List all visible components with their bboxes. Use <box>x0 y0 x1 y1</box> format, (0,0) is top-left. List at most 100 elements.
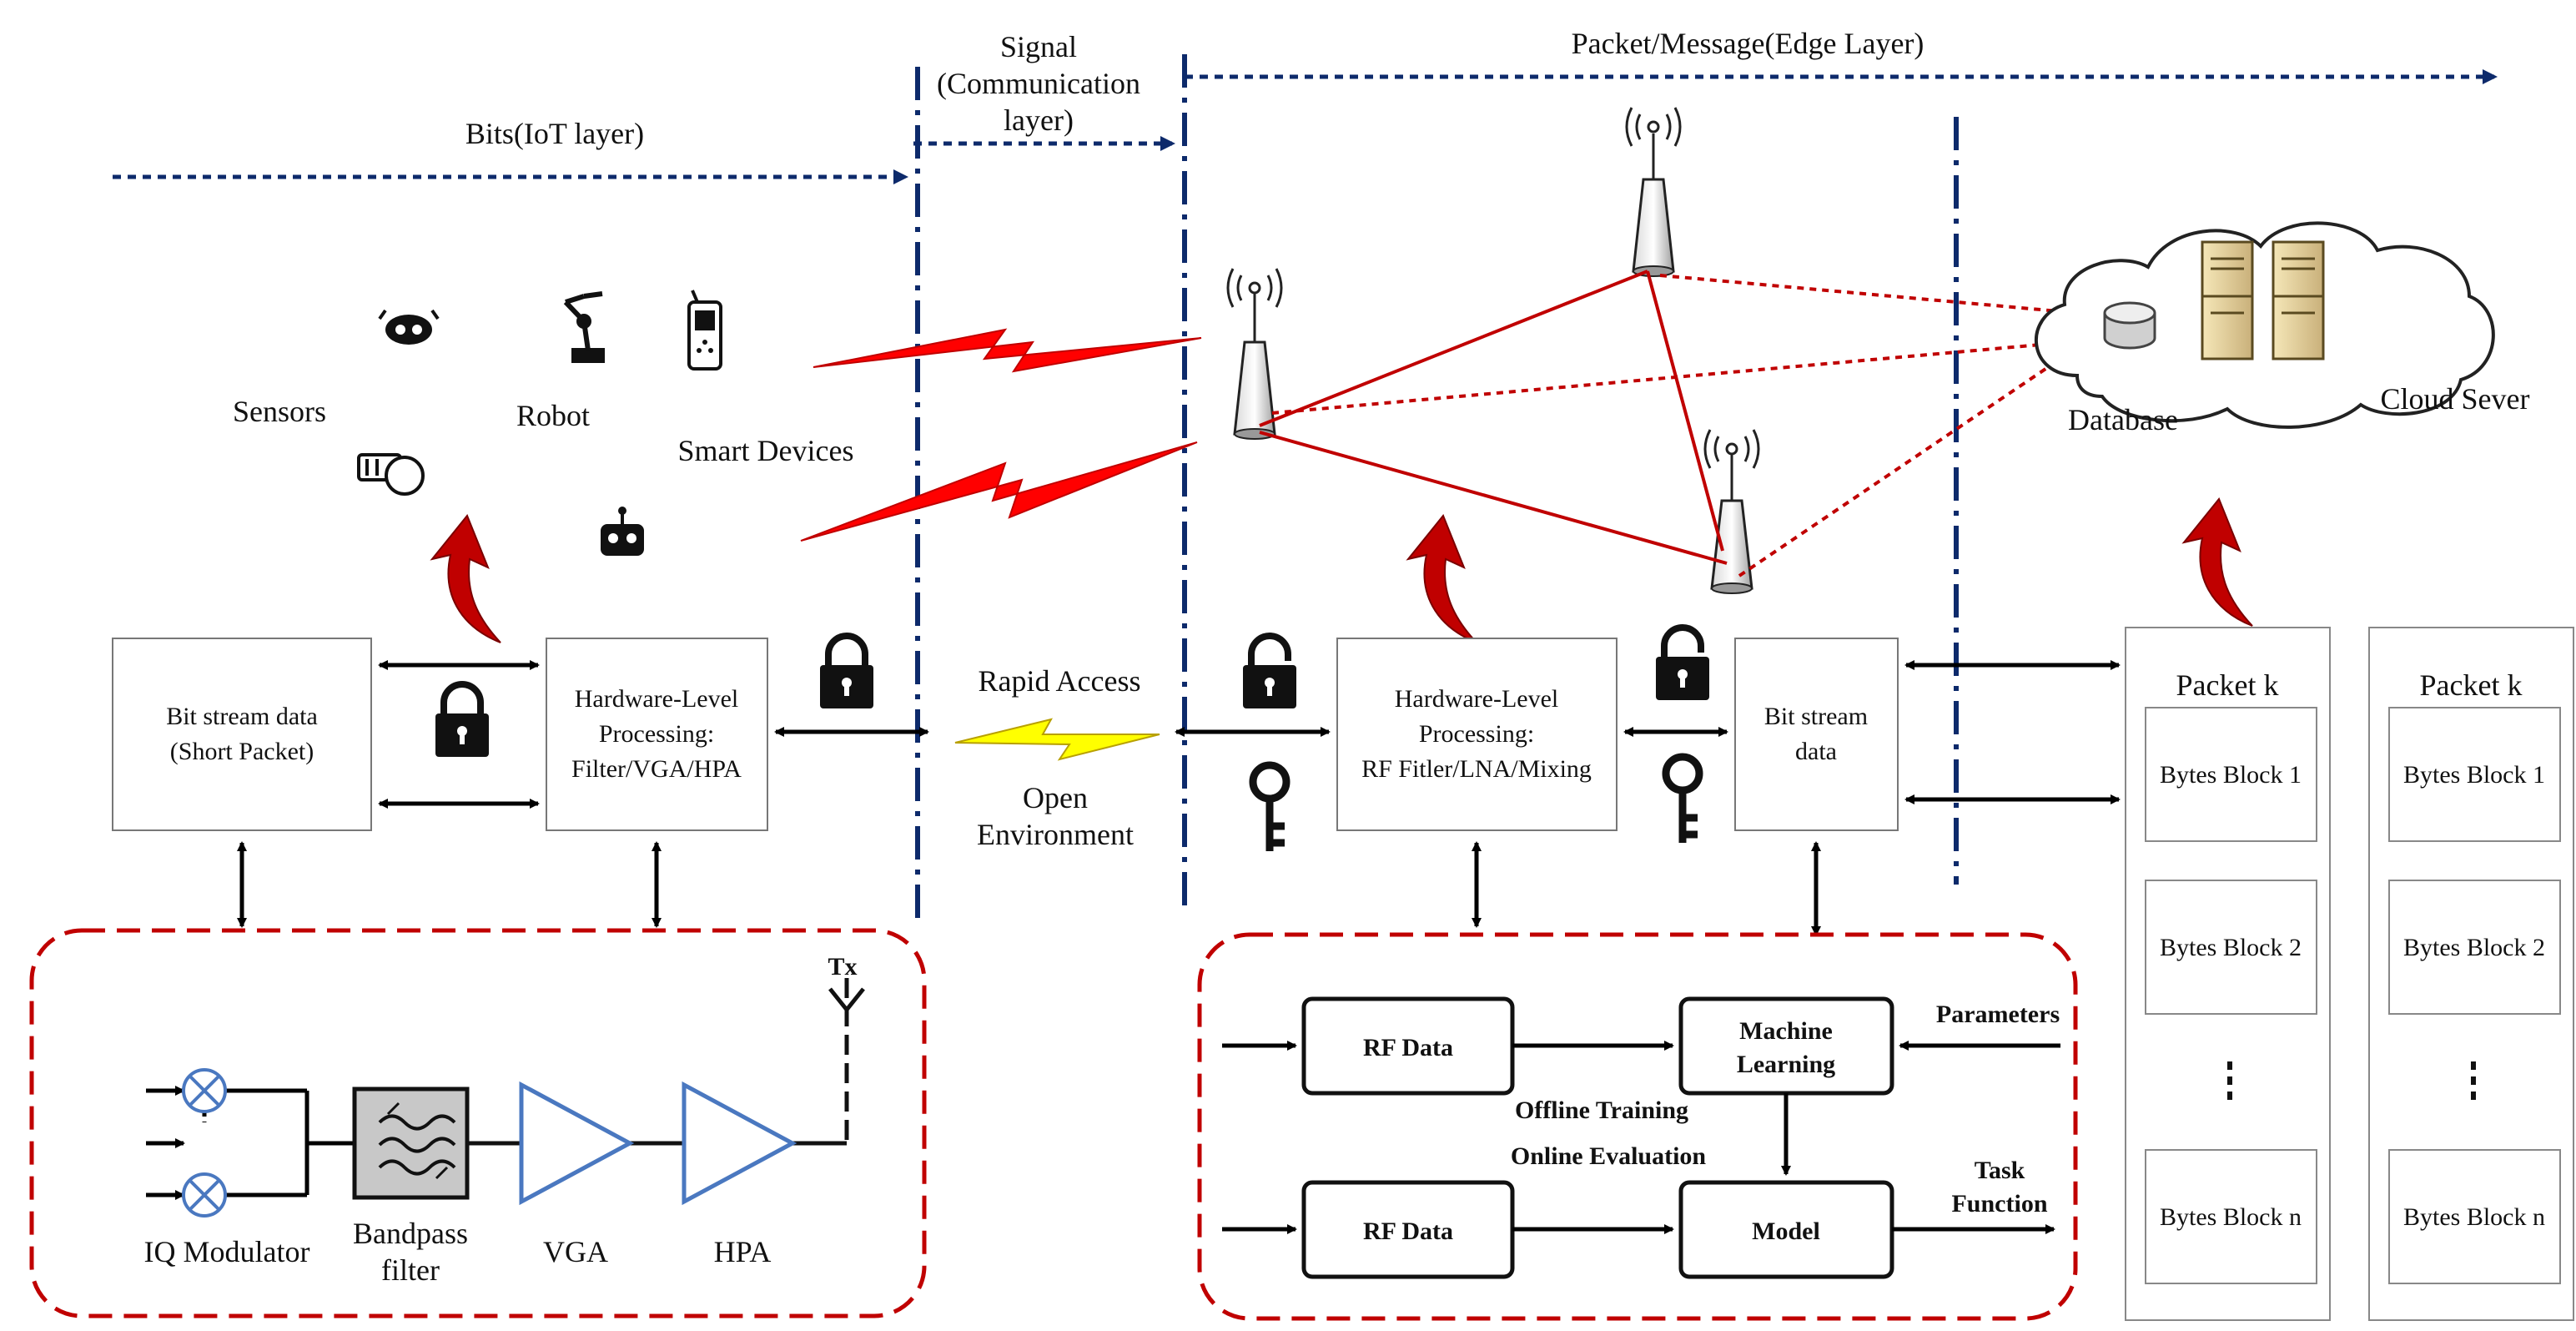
right-block-connectors <box>1175 660 2121 936</box>
hw-right-line2: Processing: <box>1419 720 1534 748</box>
bytes-block <box>2145 880 2317 1015</box>
robot-head-icon <box>601 507 644 556</box>
bytes-block <box>2145 1149 2317 1284</box>
bitstream-block-left <box>112 638 372 831</box>
vr-headset-icon <box>357 453 425 496</box>
layer-dividers <box>915 54 1959 918</box>
tx-antenna-icon <box>828 978 865 1143</box>
robot-arm-icon <box>563 291 605 363</box>
hw-processing-block-left <box>546 638 768 831</box>
bitstream-right-line2: data <box>1795 738 1837 765</box>
rf-data-label-1: RF Data <box>1363 1034 1453 1061</box>
layer-arrows <box>113 69 2498 184</box>
cloud-links <box>1271 274 2078 577</box>
signal-layer-label-2: (Communication <box>937 67 1140 100</box>
bytes-block-label: Bytes Block 2 <box>2403 934 2545 961</box>
bytes-block <box>2388 707 2561 842</box>
sensors-label: Sensors <box>233 395 326 428</box>
open-environment-line2: Environment <box>977 818 1134 851</box>
model-label: Model <box>1752 1218 1820 1245</box>
vga-label: VGA <box>543 1235 608 1268</box>
key-icon <box>1249 761 1291 851</box>
bytes-block-label: Bytes Block 1 <box>2403 761 2545 789</box>
iot-layer-label: Bits(IoT layer) <box>465 117 644 150</box>
cloud-shape <box>2035 221 2495 429</box>
ellipsis-dots <box>2471 1061 2476 1100</box>
lightning-bolt-upper <box>813 328 1202 373</box>
bytes-block <box>2145 707 2317 842</box>
smart-phone-icon <box>687 290 722 371</box>
hw-right-line3: RF Fitler/LNA/Mixing <box>1361 755 1592 783</box>
ellipsis-dots <box>2227 1061 2232 1100</box>
bandpass-filter-icon <box>352 1086 470 1200</box>
cloud-server-label: Cloud Sever <box>2381 382 2530 416</box>
online-evaluation-label: Online Evaluation <box>1511 1142 1707 1170</box>
bytes-block-label: Bytes Block 2 <box>2160 934 2302 961</box>
red-up-arrows <box>430 497 2253 643</box>
network-links <box>1259 270 1728 565</box>
hpa-amplifier-icon <box>682 1081 797 1206</box>
offline-training-label: Offline Training <box>1515 1097 1688 1124</box>
lock-icon <box>820 633 873 708</box>
packet-column-1: Packet k Bytes Block 1 Bytes Block 2 Byt… <box>2125 627 2331 1321</box>
mixer-icon <box>182 1068 227 1113</box>
ml-label-2: Learning <box>1737 1051 1835 1078</box>
signal-layer-label-1: Signal <box>1000 30 1077 63</box>
packet-title: Packet k <box>2420 668 2523 702</box>
tx-label: Tx <box>828 953 857 981</box>
hw-left-line1: Hardware-Level <box>575 685 739 713</box>
smart-devices-label: Smart Devices <box>678 434 854 467</box>
bitstream-left-line2: (Short Packet) <box>170 738 314 765</box>
ml-flow-arrows <box>1222 1041 2060 1234</box>
edge-layer-label: Packet/Message(Edge Layer) <box>1572 27 1924 60</box>
hpa-label: HPA <box>714 1235 772 1268</box>
rf-data-label-2: RF Data <box>1363 1218 1453 1245</box>
unlock-icon <box>1656 624 1709 700</box>
bytes-block-label: Bytes Block n <box>2160 1203 2302 1231</box>
unlock-icon <box>1243 633 1296 708</box>
antenna-tower-bottom <box>1703 429 1760 594</box>
ml-label-1: Machine <box>1739 1017 1833 1045</box>
lightning-bolt-channel <box>954 718 1160 761</box>
bytes-block <box>2388 880 2561 1015</box>
tx-chain-region <box>29 928 927 1318</box>
bytes-block <box>2388 1149 2561 1284</box>
ml-region <box>1197 932 2078 1321</box>
antenna-tower-top <box>1625 107 1682 277</box>
rapid-access-label: Rapid Access <box>979 664 1141 698</box>
bytes-block-label: Bytes Block n <box>2403 1203 2545 1231</box>
sensor-icon <box>378 309 440 345</box>
iq-modulator-label: IQ Modulator <box>144 1235 310 1268</box>
hw-left-line2: Processing: <box>599 720 714 748</box>
database-label: Database <box>2068 403 2178 436</box>
task-function-label-1: Task <box>1975 1157 2025 1184</box>
lock-icon <box>435 681 489 757</box>
database-icon <box>2103 301 2156 350</box>
packet-title: Packet k <box>2176 668 2279 702</box>
key-icon <box>1662 753 1703 843</box>
bitstream-left-line1: Bit stream data <box>166 703 318 730</box>
open-environment-line1: Open <box>1023 781 1088 814</box>
hw-right-line1: Hardware-Level <box>1395 685 1559 713</box>
hw-processing-block-right <box>1336 638 1618 831</box>
task-function-label-2: Function <box>1951 1190 2047 1218</box>
parameters-label: Parameters <box>1936 1001 2060 1028</box>
mixer-icon <box>182 1172 227 1218</box>
machine-learning-box <box>1678 996 1894 1096</box>
bitstream-block-right <box>1734 638 1899 831</box>
vga-amplifier-icon <box>519 1081 635 1206</box>
server-rack-icon <box>2201 240 2325 360</box>
robot-label: Robot <box>516 399 590 432</box>
bitstream-right-line1: Bit stream <box>1764 703 1868 730</box>
left-block-connectors <box>237 660 929 928</box>
packet-column-2: Packet k Bytes Block 1 Bytes Block 2 Byt… <box>2368 627 2574 1321</box>
lightning-bolt-lower <box>800 441 1198 542</box>
bandpass-label-2: filter <box>381 1253 440 1287</box>
antenna-tower-left <box>1226 268 1283 440</box>
bandpass-label-1: Bandpass <box>353 1217 468 1250</box>
signal-layer-label-3: layer) <box>1004 103 1074 137</box>
iq-modulator <box>146 1068 355 1218</box>
bytes-block-label: Bytes Block 1 <box>2160 761 2302 789</box>
hw-left-line3: Filter/VGA/HPA <box>571 755 742 783</box>
